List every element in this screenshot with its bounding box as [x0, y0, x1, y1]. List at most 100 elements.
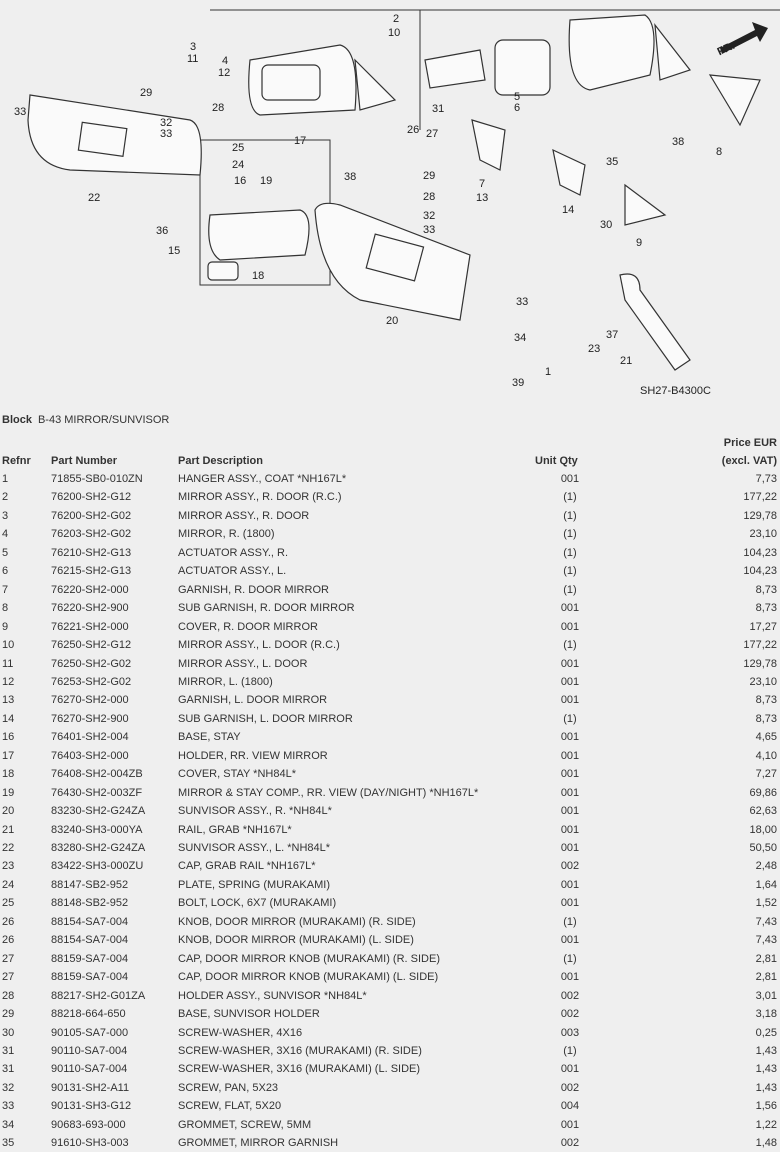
price-cell: 7,73	[755, 473, 777, 485]
part-number-cell: 76220-SH2-000	[51, 583, 129, 596]
price-cell: 129,78	[743, 509, 777, 522]
part-number-cell: 83280-SH2-G24ZA	[51, 842, 146, 854]
part-number-cell: 88217-SH2-G01ZA	[51, 989, 146, 1002]
qty-cell: 002	[560, 1081, 580, 1094]
price-cell: 1,52	[755, 897, 777, 910]
callout-label: 33	[14, 106, 26, 118]
part-number-cell: 76250-SH2-G02	[51, 657, 132, 670]
price-cell: 69,86	[749, 786, 777, 799]
block-label: Block	[2, 414, 32, 426]
part-number-cell: 76270-SH2-900	[51, 712, 129, 725]
refnr-cell: 3	[2, 509, 9, 522]
qty-cell: (1)	[563, 639, 577, 652]
description-cell: MIRROR & STAY COMP., RR. VIEW (DAY/NIGHT…	[178, 786, 479, 799]
price-cell: 1,22	[755, 1118, 777, 1131]
refnr-cell: 9	[2, 620, 9, 633]
description-cell: GROMMET, MIRROR GARNISH	[178, 1137, 339, 1150]
part-number-cell: 76220-SH2-900	[51, 602, 129, 615]
callout-label: 12	[218, 67, 230, 79]
refnr-cell: 12	[2, 675, 15, 688]
qty-cell: (1)	[563, 952, 577, 965]
price-cell: 104,23	[743, 546, 777, 559]
refnr-cell: 29	[2, 1008, 15, 1021]
description-cell: HOLDER ASSY., SUNVISOR *NH84L*	[178, 989, 367, 1002]
qty-cell: 001	[560, 805, 580, 818]
part-number-cell: 88218-664-650	[51, 1008, 126, 1021]
price-cell: 17,27	[749, 620, 777, 633]
description-cell: KNOB, DOOR MIRROR (MURAKAMI) (R. SIDE)	[178, 915, 416, 928]
price-cell: 23,10	[749, 528, 777, 541]
callout-label: 9	[636, 237, 642, 249]
description-cell: KNOB, DOOR MIRROR (MURAKAMI) (L. SIDE)	[178, 934, 414, 947]
description-cell: SCREW, FLAT, 5X20	[178, 1100, 282, 1113]
refnr-cell: 11	[2, 657, 14, 670]
description-cell: SUNVISOR ASSY., R. *NH84L*	[178, 805, 332, 818]
price-cell: 177,22	[743, 491, 777, 504]
price-cell: 1,43	[755, 1044, 777, 1057]
qty-cell: 002	[560, 1008, 580, 1021]
refnr-cell: 27	[2, 952, 15, 965]
price-cell: 0,25	[755, 1026, 777, 1039]
qty-cell: 001	[560, 1063, 580, 1076]
refnr-cell: 5	[2, 546, 9, 559]
description-cell: SCREW, PAN, 5X23	[178, 1081, 279, 1094]
callout-label: 16	[234, 175, 246, 187]
description-cell: CAP, DOOR MIRROR KNOB (MURAKAMI) (L. SID…	[178, 971, 439, 984]
refnr-cell: 34	[2, 1118, 15, 1131]
qty-cell: 001	[560, 602, 580, 615]
callout-label: 29	[423, 170, 435, 182]
description-cell: BOLT, LOCK, 6X7 (MURAKAMI)	[178, 897, 337, 910]
qty-cell: 001	[560, 473, 580, 485]
callout-label: 28	[212, 102, 224, 114]
refnr-cell: 13	[2, 694, 15, 707]
description-cell: MIRROR ASSY., R. DOOR	[178, 509, 310, 522]
price-cell: 1,64	[755, 878, 777, 891]
description-cell: SUB GARNISH, R. DOOR MIRROR	[178, 602, 355, 615]
part-number-cell: 71855-SB0-010ZN	[51, 473, 143, 485]
front-arrow-icon	[720, 22, 768, 54]
callout-label: 32	[160, 117, 172, 129]
refnr-cell: 32	[2, 1081, 15, 1094]
qty-cell: 001	[560, 731, 580, 744]
left-door-mirror	[568, 14, 655, 91]
price-cell: 7,43	[755, 934, 777, 947]
refnr-cell: 8	[2, 602, 9, 615]
refnr-cell: 10	[2, 639, 15, 652]
block-title: B-43 MIRROR/SUNVISOR	[37, 414, 170, 426]
price-cell: 177,22	[743, 639, 777, 652]
description-cell: HOLDER, RR. VIEW MIRROR	[178, 749, 328, 762]
part-number-cell: 76250-SH2-G12	[51, 639, 132, 652]
price-header-2: (excl. VAT)	[721, 455, 777, 467]
part-number-cell: 76408-SH2-004ZB	[51, 768, 143, 781]
refnr-cell: 35	[2, 1137, 15, 1150]
callout-label: 20	[386, 315, 398, 327]
rear-view-mirror	[208, 209, 310, 261]
price-cell: 8,73	[755, 694, 777, 707]
qty-cell: 001	[560, 971, 580, 984]
callout-label: 33	[423, 224, 435, 236]
part-number-cell: 76200-SH2-G02	[51, 509, 132, 522]
description-cell: SCREW-WASHER, 4X16	[178, 1026, 303, 1039]
description-cell: BASE, STAY	[178, 731, 241, 744]
part-number-cell: 83422-SH3-000ZU	[51, 860, 144, 873]
callout-label: 7	[479, 178, 485, 190]
callout-label: 3	[190, 41, 196, 53]
callout-label: 34	[514, 332, 526, 344]
callout-label: 17	[294, 135, 306, 147]
price-cell: 4,65	[755, 731, 777, 744]
price-cell: 2,48	[755, 860, 777, 873]
callout-label: 36	[156, 225, 168, 237]
qty-cell: (1)	[563, 583, 577, 596]
